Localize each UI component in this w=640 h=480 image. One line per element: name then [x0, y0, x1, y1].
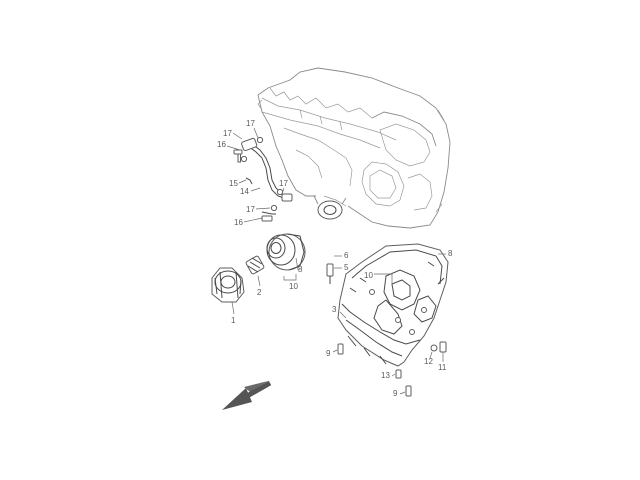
drain-fasteners [332, 341, 447, 397]
engine-block-outline [257, 67, 451, 229]
front-direction-arrow-icon [222, 380, 272, 410]
callout-3: 2 [257, 288, 262, 297]
callout-9: 9 [326, 349, 331, 358]
callout-4: 1 [231, 316, 236, 325]
callout-14: 14 [240, 187, 249, 196]
callout-9: 9 [393, 389, 398, 398]
oil-level-sensor [326, 255, 342, 284]
callout-10: 10 [364, 271, 373, 280]
callout-2: 8 [298, 265, 303, 274]
oil-cooler [266, 233, 306, 281]
callout-15: 15 [229, 179, 238, 188]
union-bolt [245, 255, 265, 287]
callout-13: 13 [381, 371, 390, 380]
callout-5: 5 [344, 263, 349, 272]
oil-filter [211, 267, 245, 315]
filter-mount-boss [313, 195, 347, 220]
callout-17: 17 [279, 179, 288, 188]
callout-16: 16 [234, 218, 243, 227]
callout-17: 17 [223, 129, 232, 138]
callout-8: 8 [448, 249, 453, 258]
callout-17: 17 [246, 205, 255, 214]
callout-16: 16 [217, 140, 226, 149]
callout-7: 3 [332, 305, 337, 314]
callout-6: 6 [344, 251, 349, 260]
callout-17: 17 [246, 119, 255, 128]
callout-11: 11 [438, 363, 447, 372]
oil-pan [337, 243, 449, 367]
oil-pipe-assembly [233, 136, 293, 222]
callout-1: 10 [289, 282, 298, 291]
callout-12: 12 [424, 357, 433, 366]
callouts-pipe: 17 17 16 15 14 17 17 16 [217, 119, 288, 227]
